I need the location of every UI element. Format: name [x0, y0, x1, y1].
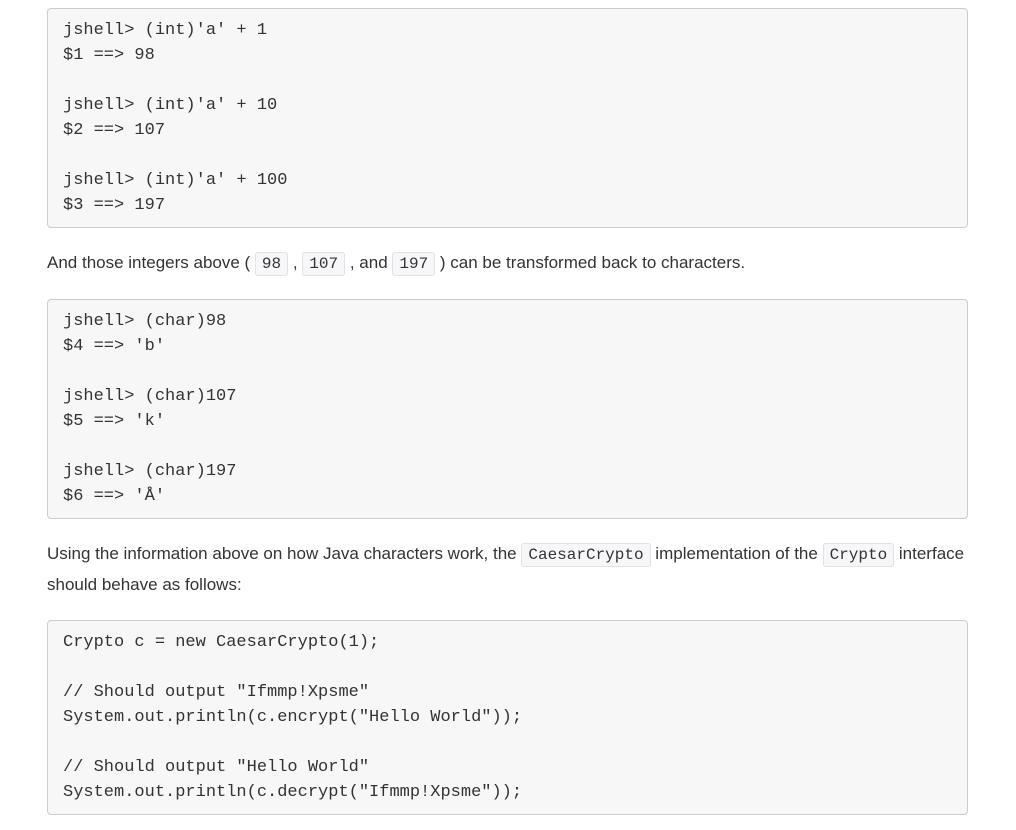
inline-code-crypto: Crypto	[822, 543, 895, 567]
paragraph-text: , and	[345, 253, 393, 272]
paragraph-text: ) can be transformed back to characters.	[435, 253, 746, 272]
paragraph-integers: And those integers above ( 98 , 107 , an…	[47, 248, 968, 279]
paragraph-text: Using the information above on how Java …	[47, 544, 522, 563]
paragraph-text: ,	[288, 253, 303, 272]
paragraph-text: implementation of the	[650, 544, 823, 563]
code-block-jshell-int-cast: jshell> (int)'a' + 1 $1 ==> 98 jshell> (…	[47, 8, 968, 228]
inline-code-107: 107	[302, 252, 346, 276]
paragraph-text: interface should behave as follows:	[47, 544, 965, 594]
inline-code-197: 197	[392, 252, 436, 276]
inline-code-98: 98	[254, 252, 289, 276]
paragraph-text: And those integers above (	[47, 253, 255, 272]
code-block-jshell-char-cast: jshell> (char)98 $4 ==> 'b' jshell> (cha…	[47, 299, 968, 519]
code-block-caesar-example: Crypto c = new CaesarCrypto(1); // Shoul…	[47, 620, 968, 815]
paragraph-crypto: Using the information above on how Java …	[47, 539, 968, 600]
inline-code-caesarcrypto: CaesarCrypto	[521, 543, 651, 567]
